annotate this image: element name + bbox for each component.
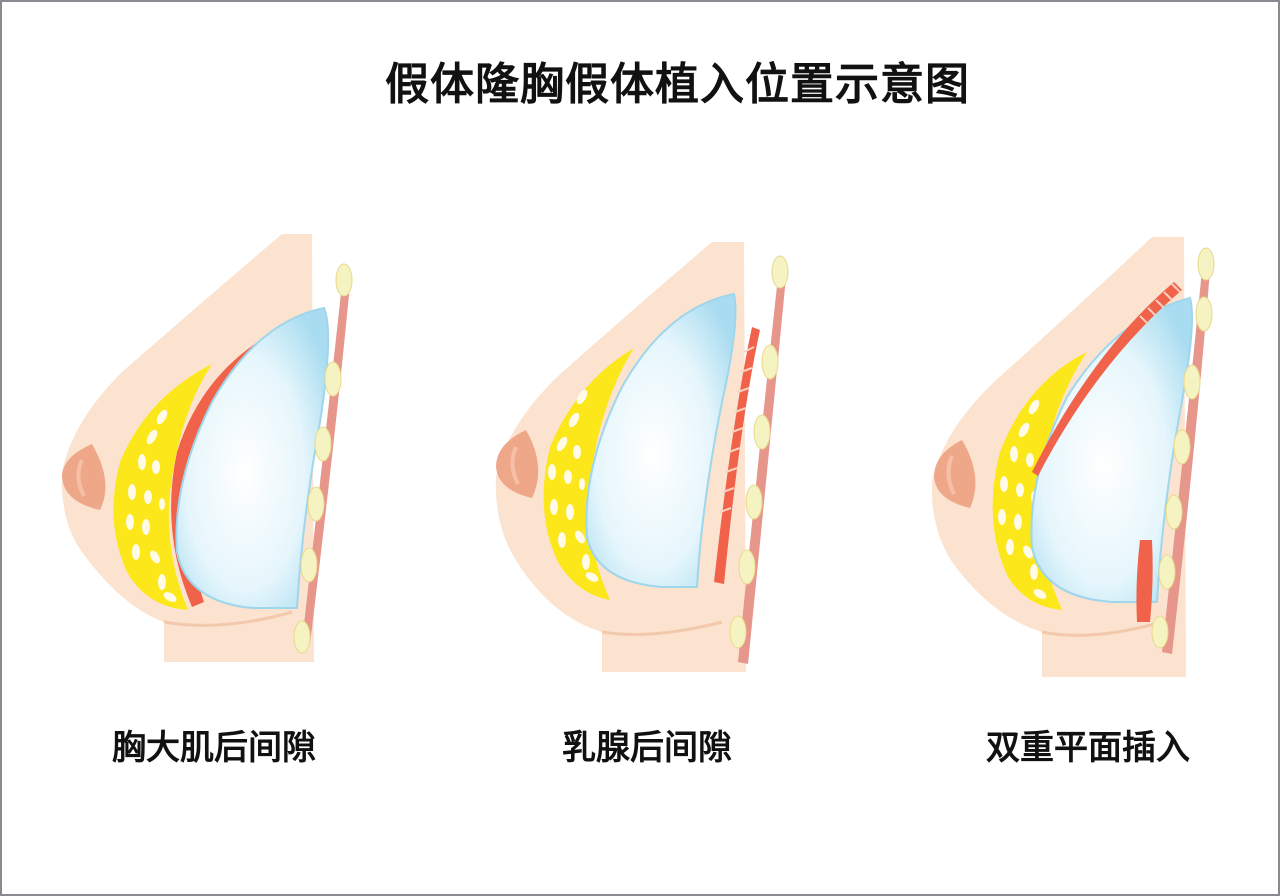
breast-cross-section-illustration [931, 237, 1215, 677]
areola [62, 444, 106, 510]
fat-lobules [548, 389, 599, 582]
areola [496, 430, 539, 498]
diagram-dual-plane [922, 222, 1242, 702]
fat-lobules [998, 399, 1047, 599]
chest-wall [738, 277, 786, 664]
pectoralis-muscle [171, 332, 282, 607]
caption-subglandular: 乳腺后间隙 [562, 728, 732, 768]
pectoralis-muscle [714, 327, 760, 584]
ribs [1151, 247, 1215, 649]
caption-submuscular: 胸大肌后间隙 [112, 728, 316, 768]
page-title: 假体隆胸假体植入位置示意图 [385, 59, 970, 110]
fat-tissue [543, 348, 634, 600]
breast-cross-section-illustration [61, 234, 353, 662]
areola [934, 440, 976, 508]
caption-dual-plane: 双重平面插入 [986, 728, 1190, 768]
breast-implant [585, 292, 737, 588]
muscle-fibers [719, 346, 755, 513]
breast-cross-section-illustration [495, 242, 789, 672]
ribs [293, 263, 353, 654]
ribs [729, 255, 789, 649]
pectoralis-muscle-upper [1032, 282, 1182, 476]
pectoralis-muscle-lower [1136, 540, 1153, 622]
breast-implant [175, 306, 330, 609]
diagram-submuscular [52, 222, 372, 702]
fat-lobules [126, 409, 177, 602]
breast-implant [1030, 296, 1194, 603]
muscle-fibers [1139, 283, 1181, 325]
diagram-subglandular [482, 222, 802, 702]
